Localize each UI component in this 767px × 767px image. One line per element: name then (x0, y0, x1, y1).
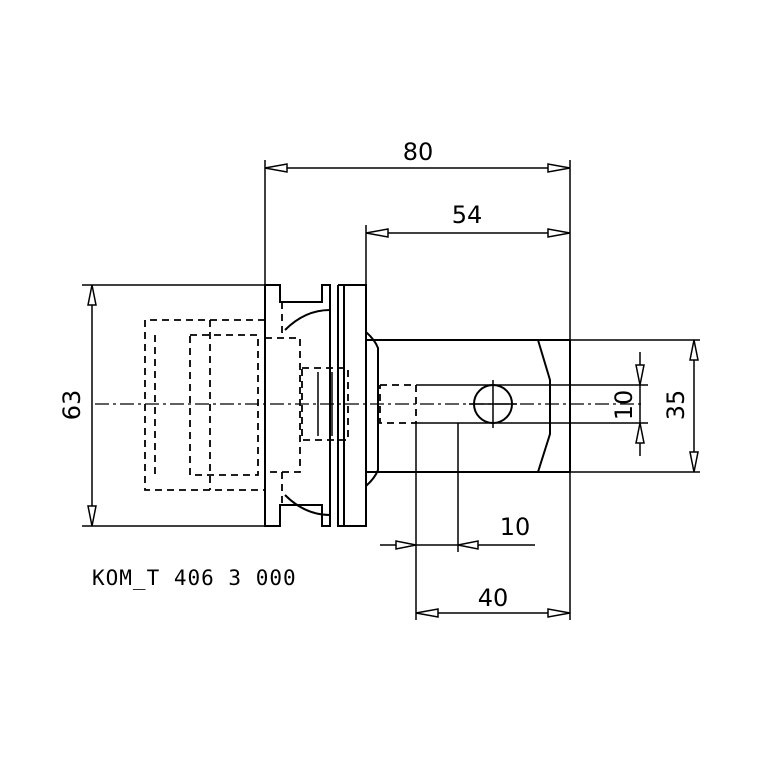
part-code-label: KOM_T 406 3 000 (92, 566, 297, 590)
dimension-flange-diameter: 63 (58, 284, 265, 527)
dimension-bore-diameter: 10 (530, 352, 648, 456)
shank (365, 331, 571, 487)
dimension-overall-length: 80 (264, 138, 571, 340)
dim-label-40: 40 (478, 584, 509, 612)
dimension-shank-diameter: 35 (570, 339, 700, 473)
dim-label-35: 35 (662, 390, 690, 421)
dim-label-54: 54 (452, 201, 483, 229)
dimension-shank-length: 54 (365, 201, 571, 285)
dimension-cross-hole-position: 40 (415, 472, 571, 620)
tool-holder-body (144, 284, 367, 527)
dim-label-80: 80 (403, 138, 434, 166)
dim-label-10-bore: 10 (610, 390, 638, 421)
dimension-cross-hole-offset: 10 (380, 423, 535, 620)
dim-label-10-offset: 10 (500, 513, 531, 541)
dim-label-63: 63 (58, 390, 86, 421)
